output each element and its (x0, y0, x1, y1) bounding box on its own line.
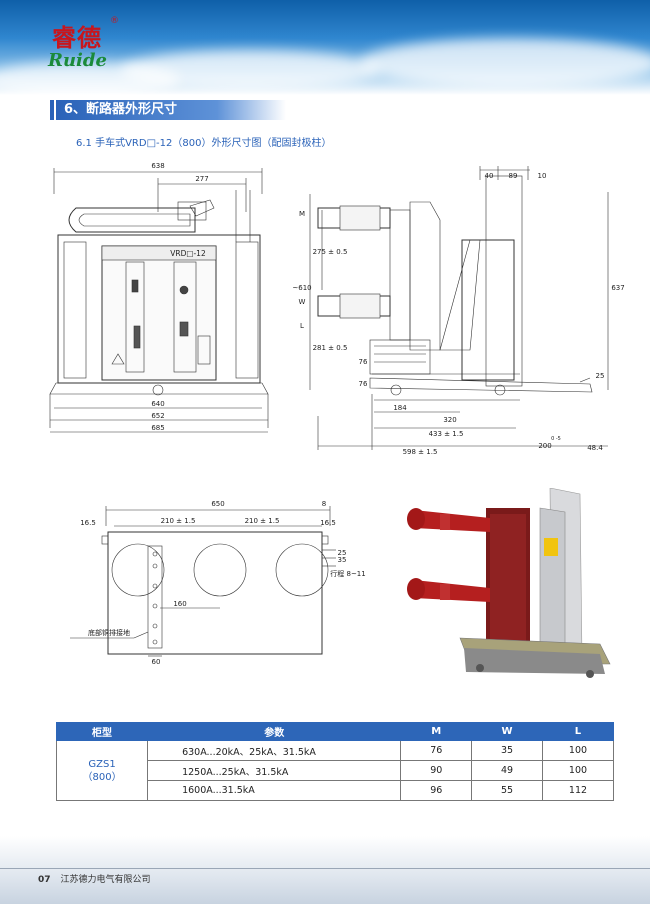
dim-433: 433 ± 1.5 (429, 430, 464, 438)
dim-48: 48.4 (587, 444, 603, 452)
dim-76b: 76 (359, 380, 368, 388)
dim-160: 160 (173, 600, 186, 608)
col-header-param: 参数 (147, 722, 402, 741)
panel-label: VRD□-12 (170, 249, 206, 258)
l-cell: 100 (541, 760, 615, 781)
model-name: GZS1 (88, 758, 116, 770)
dim-277: 277 (195, 175, 208, 183)
dim-8: 8 (322, 500, 326, 508)
dim-637: 637 (611, 284, 624, 292)
model-sub: （800） (82, 771, 122, 783)
page-number: 07 (38, 875, 51, 885)
brand-logo: 睿德 ® Ruide (48, 16, 128, 76)
col-header-w: W (471, 722, 543, 741)
model-cell: GZS1 （800） (55, 740, 149, 801)
dim-200: 200 (538, 442, 551, 450)
brand-name-en: Ruide (48, 50, 107, 71)
dim-685: 685 (151, 424, 164, 432)
dim-m: M (299, 210, 305, 218)
dim-10: 10 (538, 172, 547, 180)
spec-table: 柜型 参数 M W L GZS1 （800） 630A...20kA、25kA、… (55, 722, 615, 801)
dim-638: 638 (151, 162, 164, 170)
dim-598: 598 ± 1.5 (403, 448, 438, 456)
dim-184: 184 (393, 404, 407, 412)
dim-pitch-2: 210 ± 1.5 (245, 517, 280, 525)
registered-mark: ® (110, 16, 119, 26)
footer-text: 07 江苏德力电气有限公司 (38, 872, 151, 885)
dim-l: L (300, 322, 304, 330)
dim-25: 25 (338, 549, 347, 557)
section-title: 6、断路器外形尺寸 (56, 100, 286, 120)
l-cell: 112 (541, 780, 615, 801)
w-cell: 55 (471, 780, 543, 801)
col-header-m: M (400, 722, 473, 741)
brand-name-cn: 睿德 (52, 23, 102, 52)
dim-16-5-left: 16.5 (80, 519, 96, 527)
front-side-drawing: 638 277 640 652 685 VRD□-12 40 89 10 637… (49, 162, 625, 456)
m-cell: 76 (400, 740, 473, 761)
m-cell: 90 (400, 760, 473, 781)
dim-275: 275 ± 0.5 (313, 248, 348, 256)
dim-40: 40 (485, 172, 494, 180)
dim-650: 650 (211, 500, 224, 508)
table-header-row: 柜型 参数 M W L (55, 722, 615, 741)
dim-652: 652 (151, 412, 164, 420)
col-header-model: 柜型 (55, 722, 149, 741)
cloud-decoration (360, 38, 650, 88)
section-subtitle: 6.1 手车式VRD□-12（800）外形尺寸图（配固封极柱） (76, 138, 332, 149)
table-row: 1250A...25kA、31.5kA 90 49 100 (57, 760, 615, 781)
col-header-l: L (541, 722, 615, 741)
dim-25: 25 (596, 372, 605, 380)
m-cell: 96 (400, 780, 473, 801)
section-title-bar (50, 100, 54, 120)
page-footer (0, 836, 650, 904)
bottom-view-drawing: 650 8 16.5 16.5 210 ± 1.5 210 ± 1.5 160 … (70, 500, 366, 666)
ground-label: 底部铜排接地 (88, 628, 130, 637)
company-name: 江苏德力电气有限公司 (60, 875, 151, 885)
dim-w: W (299, 298, 306, 306)
dim-35: 35 (338, 556, 347, 564)
param-cell: 1600A...31.5kA (147, 780, 402, 801)
w-cell: 35 (471, 740, 543, 761)
dim-610: ~610 (292, 284, 311, 292)
dim-16-5-right: 16.5 (320, 519, 336, 527)
dim-76a: 76 (359, 358, 368, 366)
l-cell: 100 (541, 740, 615, 761)
dim-200-tol: 0 -5 (551, 436, 561, 442)
dim-60: 60 (152, 658, 161, 666)
page-header: 睿德 ® Ruide (0, 0, 650, 95)
dim-640: 640 (151, 400, 164, 408)
travel-label: 行程 8~11 (330, 569, 365, 578)
dim-pitch-1: 210 ± 1.5 (161, 517, 196, 525)
param-cell: 1250A...25kA、31.5kA (147, 760, 402, 781)
dim-320: 320 (443, 416, 456, 424)
param-cell: 630A...20kA、25kA、31.5kA (147, 740, 402, 761)
table-row: GZS1 （800） 630A...20kA、25kA、31.5kA 76 35… (55, 740, 615, 801)
w-cell: 49 (471, 760, 543, 781)
cloud-decoration (0, 62, 180, 95)
footer-divider (0, 868, 650, 869)
table-row: 1600A...31.5kA 96 55 112 (57, 780, 615, 801)
dim-281: 281 ± 0.5 (313, 344, 348, 352)
dim-89: 89 (509, 172, 518, 180)
breaker-photo (400, 488, 615, 688)
